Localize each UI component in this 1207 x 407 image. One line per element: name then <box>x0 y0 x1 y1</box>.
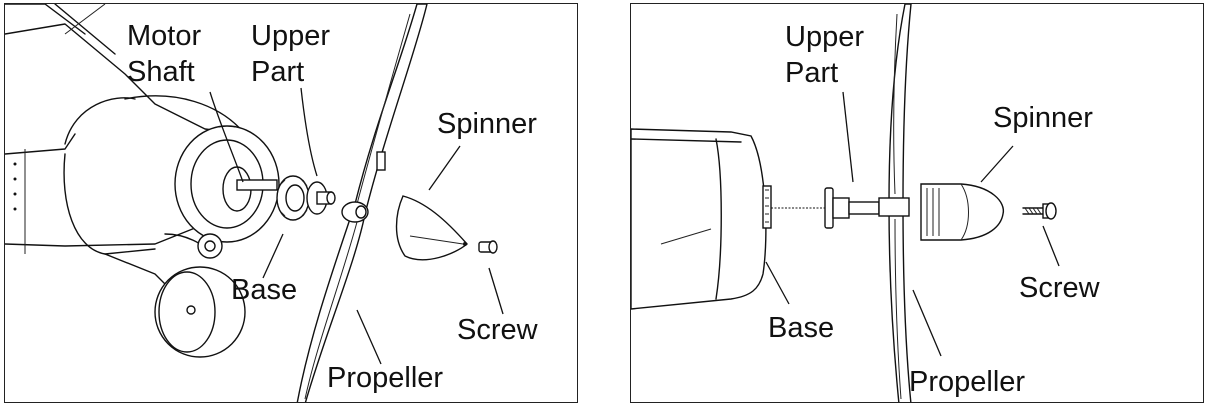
left-assembly-drawing <box>5 4 504 402</box>
label-propeller: Propeller <box>327 362 444 394</box>
label-screw: Screw <box>457 314 538 346</box>
landing-wheel <box>104 233 246 358</box>
leader-lines <box>209 87 504 365</box>
left-assembly-panel: Motor Shaft Upper Part Spinner Base Scre… <box>4 3 578 403</box>
label-screw: Screw <box>1019 272 1100 304</box>
screw-part <box>1022 202 1057 220</box>
label-base: Base <box>231 274 298 306</box>
label-motor-shaft: Motor Shaft <box>127 20 202 88</box>
motor-cowl <box>174 125 280 243</box>
label-propeller: Propeller <box>909 366 1026 398</box>
propeller <box>296 4 428 402</box>
label-base: Base <box>768 312 835 344</box>
motor-shaft <box>236 179 278 191</box>
propeller <box>878 4 912 402</box>
leader-lines <box>765 91 1060 357</box>
label-spinner: Spinner <box>993 102 1093 134</box>
spinner-cone <box>395 195 469 261</box>
screw-part <box>478 240 498 254</box>
label-upper-part: Upper Part <box>251 20 330 88</box>
prop-adapter-base <box>762 185 772 229</box>
prop-adapter-upper <box>306 181 336 215</box>
airplane-fuselage-side <box>631 128 767 310</box>
label-upper-part: Upper Part <box>785 21 864 89</box>
prop-adapter-base <box>276 175 310 221</box>
prop-adapter-upper <box>824 187 880 229</box>
label-spinner: Spinner <box>437 108 537 140</box>
right-assembly-drawing <box>631 4 1060 402</box>
spinner-cone <box>920 183 1005 241</box>
right-assembly-panel: Upper Part Spinner Base Screw Propeller <box>630 3 1204 403</box>
